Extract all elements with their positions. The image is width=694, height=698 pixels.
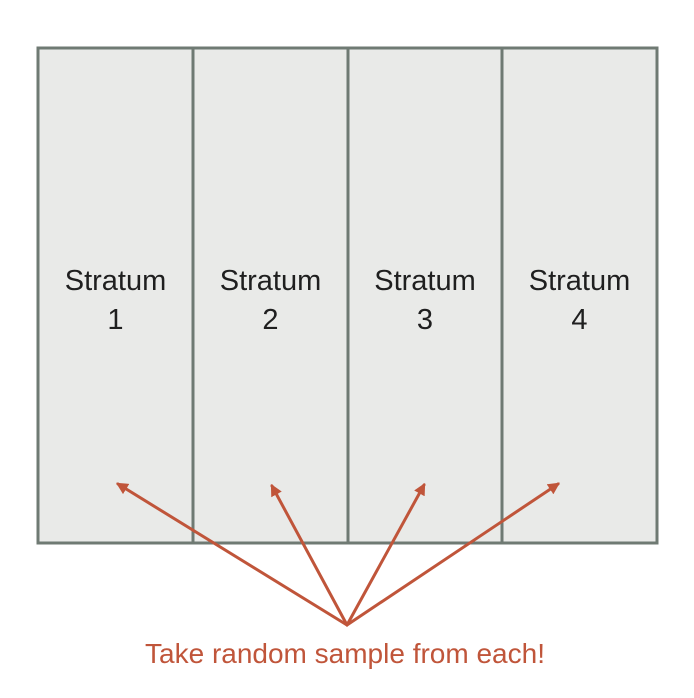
stratum-label-2-word: Stratum [220,265,322,297]
stratum-1: Stratum 1 [36,46,195,545]
stratum-box-3 [346,46,504,545]
arrow-to-stratum-2 [270,483,349,627]
stratum-4: Stratum 4 [500,46,659,545]
stratum-box-2 [191,46,350,545]
strata-row: Stratum 1 Stratum 2 Stratum 3 Stratum 4 [36,46,659,545]
arrow-to-stratum-3 [345,482,426,627]
stratum-3: Stratum 3 [346,46,504,545]
stratum-label-4-word: Stratum [529,265,631,297]
stratum-label-3-word: Stratum [374,265,476,297]
sampling-caption: Take random sample from each! [145,638,545,669]
arrow-to-stratum-4 [345,482,560,627]
stratum-box-1 [36,46,195,545]
stratum-label-1-word: Stratum [65,265,167,297]
stratum-label-4-number: 4 [571,304,587,336]
arrow-to-stratum-1 [115,482,349,627]
stratum-label-2-number: 2 [262,304,278,336]
stratum-box-4 [500,46,659,545]
stratum-2: Stratum 2 [191,46,350,545]
stratum-label-3-number: 3 [417,304,433,336]
sampling-arrows [115,482,560,627]
stratum-label-1-number: 1 [107,304,123,336]
